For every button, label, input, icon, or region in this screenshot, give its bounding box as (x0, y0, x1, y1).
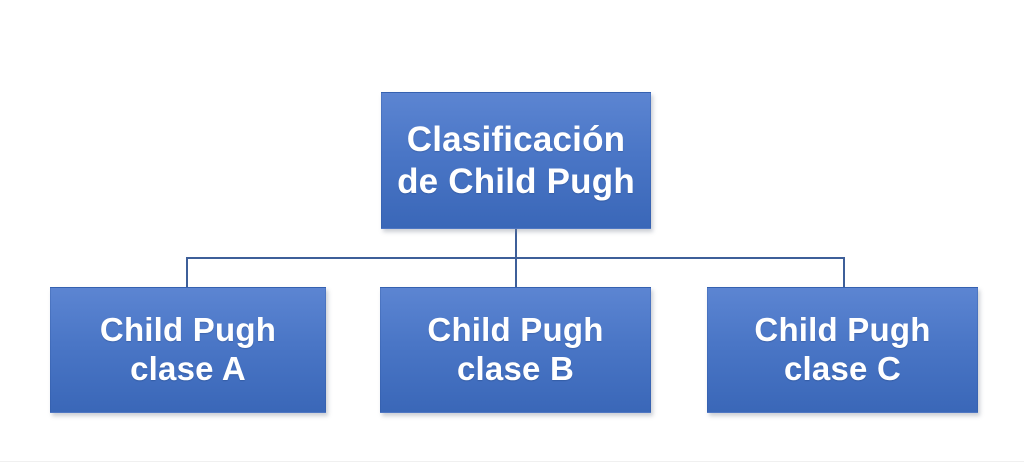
connector-drop-class-a (186, 257, 188, 288)
connector-root-stem (515, 229, 517, 259)
node-root-label: Clasificación de Child Pugh (397, 120, 635, 201)
node-child-pugh-class-b: Child Pugh clase B (380, 287, 651, 413)
node-class-c-label: Child Pugh clase C (754, 311, 931, 387)
node-class-b-label: Child Pugh clase B (427, 311, 604, 387)
node-child-pugh-class-a: Child Pugh clase A (50, 287, 326, 413)
connector-drop-class-c (843, 257, 845, 288)
bottom-divider (0, 461, 1024, 462)
node-class-a-label: Child Pugh clase A (99, 311, 277, 387)
node-root-classification: Clasificación de Child Pugh (381, 92, 651, 229)
connector-drop-class-b (515, 257, 517, 288)
node-child-pugh-class-c: Child Pugh clase C (707, 287, 978, 413)
